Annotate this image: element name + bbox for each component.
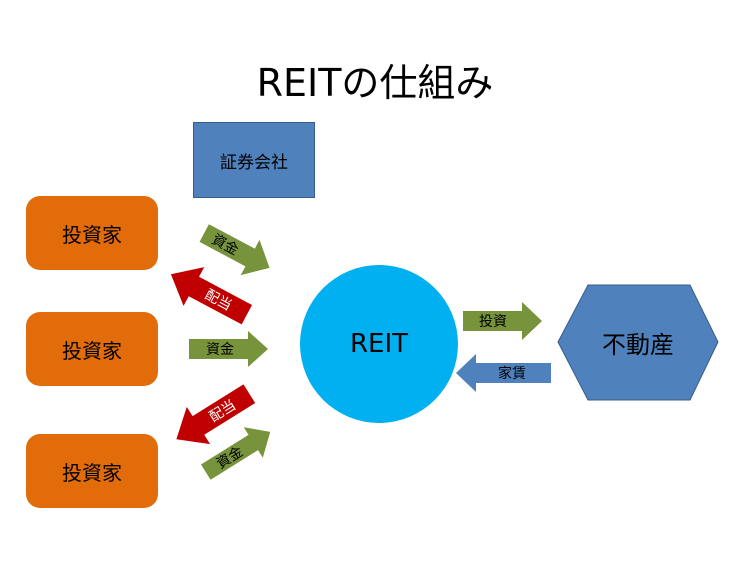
rent-arrow: 家賃: [456, 354, 551, 392]
rent-label: 家賃: [498, 365, 526, 382]
capital-arrow-2: 資金: [189, 331, 268, 367]
investor-box-3: 投資家: [26, 434, 158, 508]
capital-arrow-1: 資金: [199, 224, 270, 276]
broker-box: 証券会社: [193, 122, 315, 198]
property-hexagon: [557, 284, 719, 401]
capital-label-2: 資金: [206, 342, 234, 358]
investment-arrow: 投資: [463, 302, 542, 340]
investor-box-1: 投資家: [26, 196, 158, 270]
investor-box-2: 投資家: [26, 312, 158, 386]
property-label: 不動産: [602, 331, 674, 359]
dividend-arrow-1: 配当: [170, 267, 253, 325]
page-title: REITの仕組み: [256, 61, 494, 105]
investment-label: 投資: [479, 314, 507, 330]
reit-circle: REIT: [300, 265, 458, 423]
